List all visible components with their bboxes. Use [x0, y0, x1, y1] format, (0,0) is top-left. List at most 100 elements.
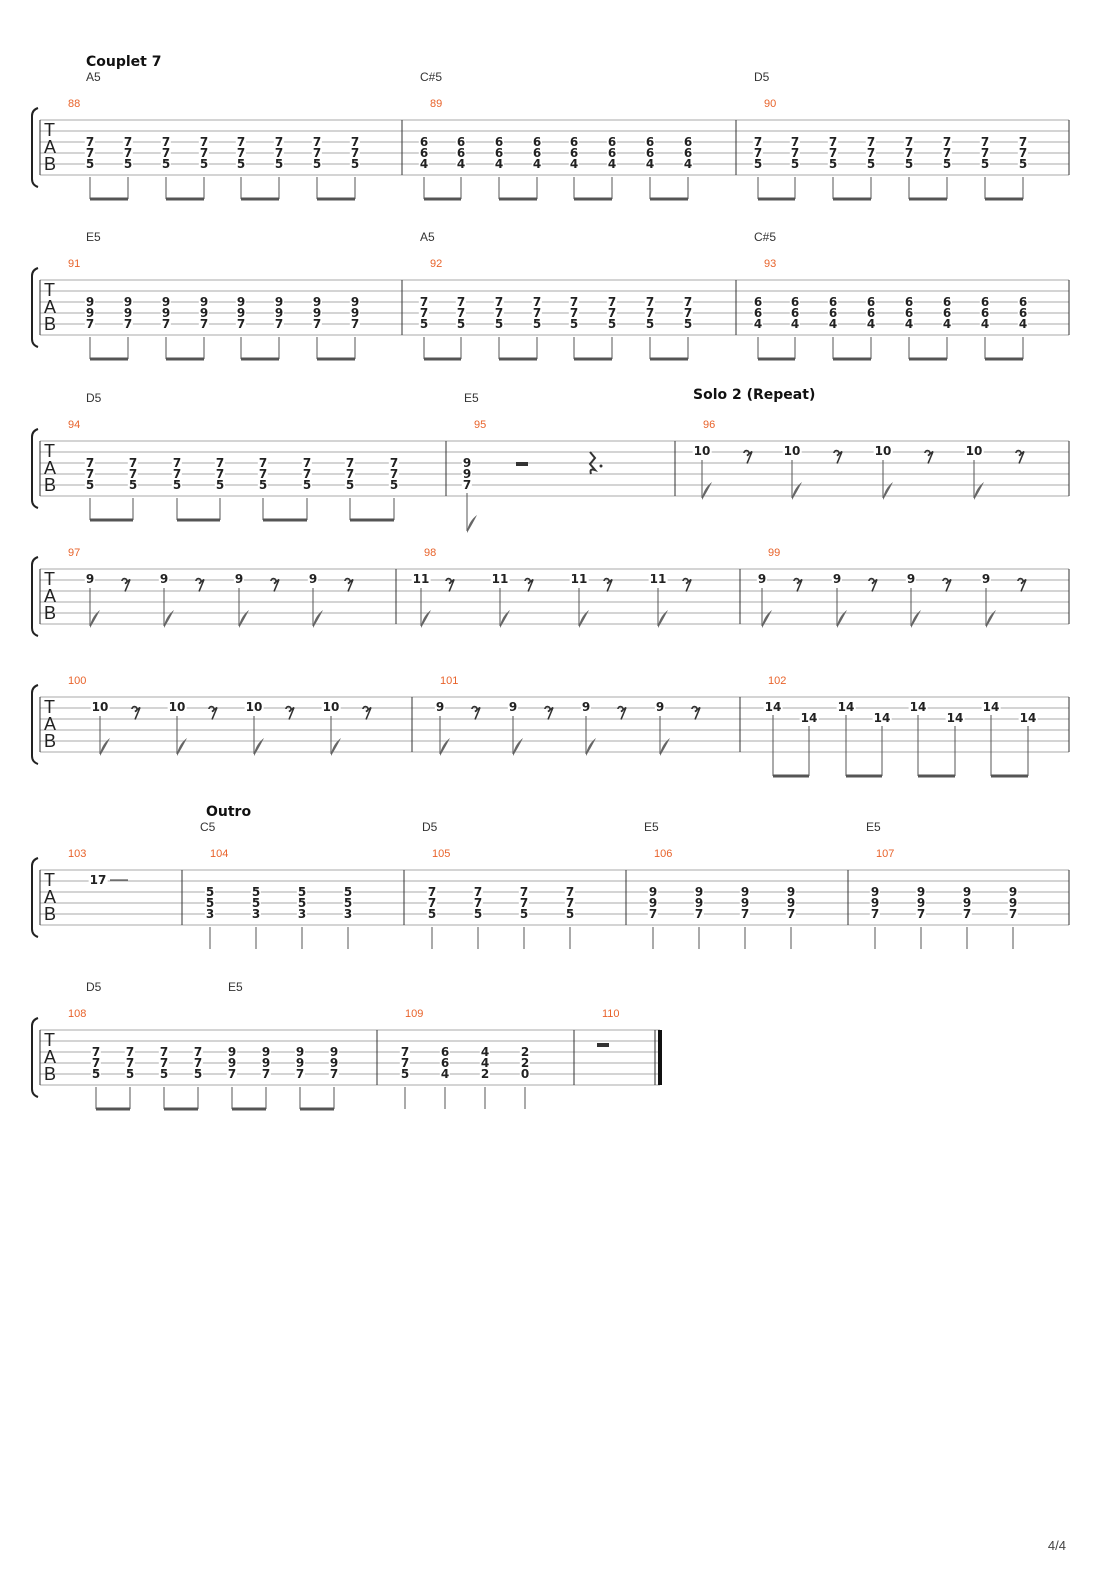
tab-note: 7	[192, 1056, 204, 1070]
tab-note: 9	[328, 1056, 340, 1070]
tab-clef-letter: A	[44, 1047, 57, 1067]
eighth-rest	[195, 577, 205, 592]
eighth-rest	[942, 577, 952, 592]
tab-clef-letter: B	[44, 904, 57, 924]
eighth-rest	[1017, 577, 1027, 592]
tab-note: 7	[493, 295, 505, 309]
tab-note: 9	[198, 306, 210, 320]
tab-note: 5	[311, 157, 323, 171]
chord-name: A5	[420, 230, 435, 244]
rest-dot	[599, 464, 603, 468]
tab-note: 9	[756, 572, 768, 586]
tab-note: 6	[827, 306, 839, 320]
chord-name: C5	[200, 820, 216, 834]
tab-clef-letter: T	[44, 280, 55, 300]
eighth-rest	[743, 449, 753, 464]
tab-note: 4	[455, 157, 467, 171]
tab-note: 11	[569, 572, 589, 586]
tab-note: 5	[250, 885, 262, 899]
tab-note: 7	[915, 907, 927, 921]
tab-note: 14	[763, 700, 783, 714]
tab-note: 7	[122, 146, 134, 160]
tab-clef-letter: A	[44, 458, 57, 478]
tab-note: 9	[260, 1045, 272, 1059]
tab-note: 9	[349, 306, 361, 320]
tab-note: 7	[344, 456, 356, 470]
tab-note: 6	[865, 306, 877, 320]
eighth-flag	[986, 610, 996, 628]
tab-note: 9	[461, 467, 473, 481]
tab-note: 7	[84, 467, 96, 481]
tab-note: 7	[644, 295, 656, 309]
measure-number: 105	[432, 848, 451, 860]
page-number: 4/4	[1047, 1538, 1066, 1553]
tab-note: 9	[273, 306, 285, 320]
tab-note: 5	[273, 157, 285, 171]
tab-note: 7	[1017, 146, 1029, 160]
tab-clef-letter: A	[44, 714, 57, 734]
tab-note: 6	[439, 1045, 451, 1059]
tab-note: 7	[568, 306, 580, 320]
tab-note: 7	[418, 306, 430, 320]
chord-name: D5	[86, 391, 102, 405]
tab-note: 7	[235, 317, 247, 331]
tab-note: 6	[941, 295, 953, 309]
tab-note: 4	[439, 1067, 451, 1081]
tab-note: 7	[941, 135, 953, 149]
whole-rest	[597, 1043, 609, 1047]
tab-note: 7	[349, 146, 361, 160]
tab-note: 5	[455, 317, 467, 331]
eighth-flag	[586, 738, 596, 756]
eighth-rest	[471, 705, 481, 720]
tab-note: 9	[235, 306, 247, 320]
half-rest	[516, 462, 528, 466]
tab-note: 9	[580, 700, 592, 714]
eighth-flag	[440, 738, 450, 756]
tab-note: 4	[827, 317, 839, 331]
eighth-rest	[362, 705, 372, 720]
tab-note: 7	[388, 467, 400, 481]
chord-name: C#5	[754, 230, 777, 244]
measure-number: 108	[68, 1008, 87, 1020]
tab-note: 7	[961, 907, 973, 921]
tab-note: 9	[739, 896, 751, 910]
eighth-rest	[603, 577, 613, 592]
tab-note: 6	[493, 146, 505, 160]
tab-note: 6	[789, 295, 801, 309]
tab-note: 7	[257, 467, 269, 481]
eighth-rest	[682, 577, 692, 592]
eighth-flag	[177, 738, 187, 756]
tab-note: 6	[531, 146, 543, 160]
tab-note: 7	[294, 1067, 306, 1081]
tab-note: 7	[127, 456, 139, 470]
tab-note: 5	[342, 896, 354, 910]
tab-note: 7	[647, 907, 659, 921]
tab-note: 7	[235, 135, 247, 149]
tab-note: 6	[606, 146, 618, 160]
tab-note: 14	[908, 700, 928, 714]
tab-note: 7	[789, 135, 801, 149]
tab-note: 9	[647, 896, 659, 910]
tab-note: 6	[531, 135, 543, 149]
eighth-flag	[254, 738, 264, 756]
measure-number: 94	[68, 419, 81, 431]
eighth-flag	[500, 610, 510, 628]
tab-clef-letter: B	[44, 154, 57, 174]
tab-clef-letter: T	[44, 569, 55, 589]
tab-clef-letter: T	[44, 441, 55, 461]
tab-note: 10	[167, 700, 187, 714]
tab-note: 7	[171, 456, 183, 470]
eighth-rest	[617, 705, 627, 720]
eighth-rest	[285, 705, 295, 720]
tab-note: 4	[568, 157, 580, 171]
system-brace	[31, 684, 39, 765]
tab-note: 7	[789, 146, 801, 160]
measure-number: 93	[764, 258, 777, 270]
tab-note: 7	[192, 1045, 204, 1059]
tab-note: 5	[257, 478, 269, 492]
eighth-rest	[793, 577, 803, 592]
tab-note: 7	[455, 306, 467, 320]
eighth-rest	[1015, 449, 1025, 464]
tab-clef-letter: A	[44, 137, 57, 157]
